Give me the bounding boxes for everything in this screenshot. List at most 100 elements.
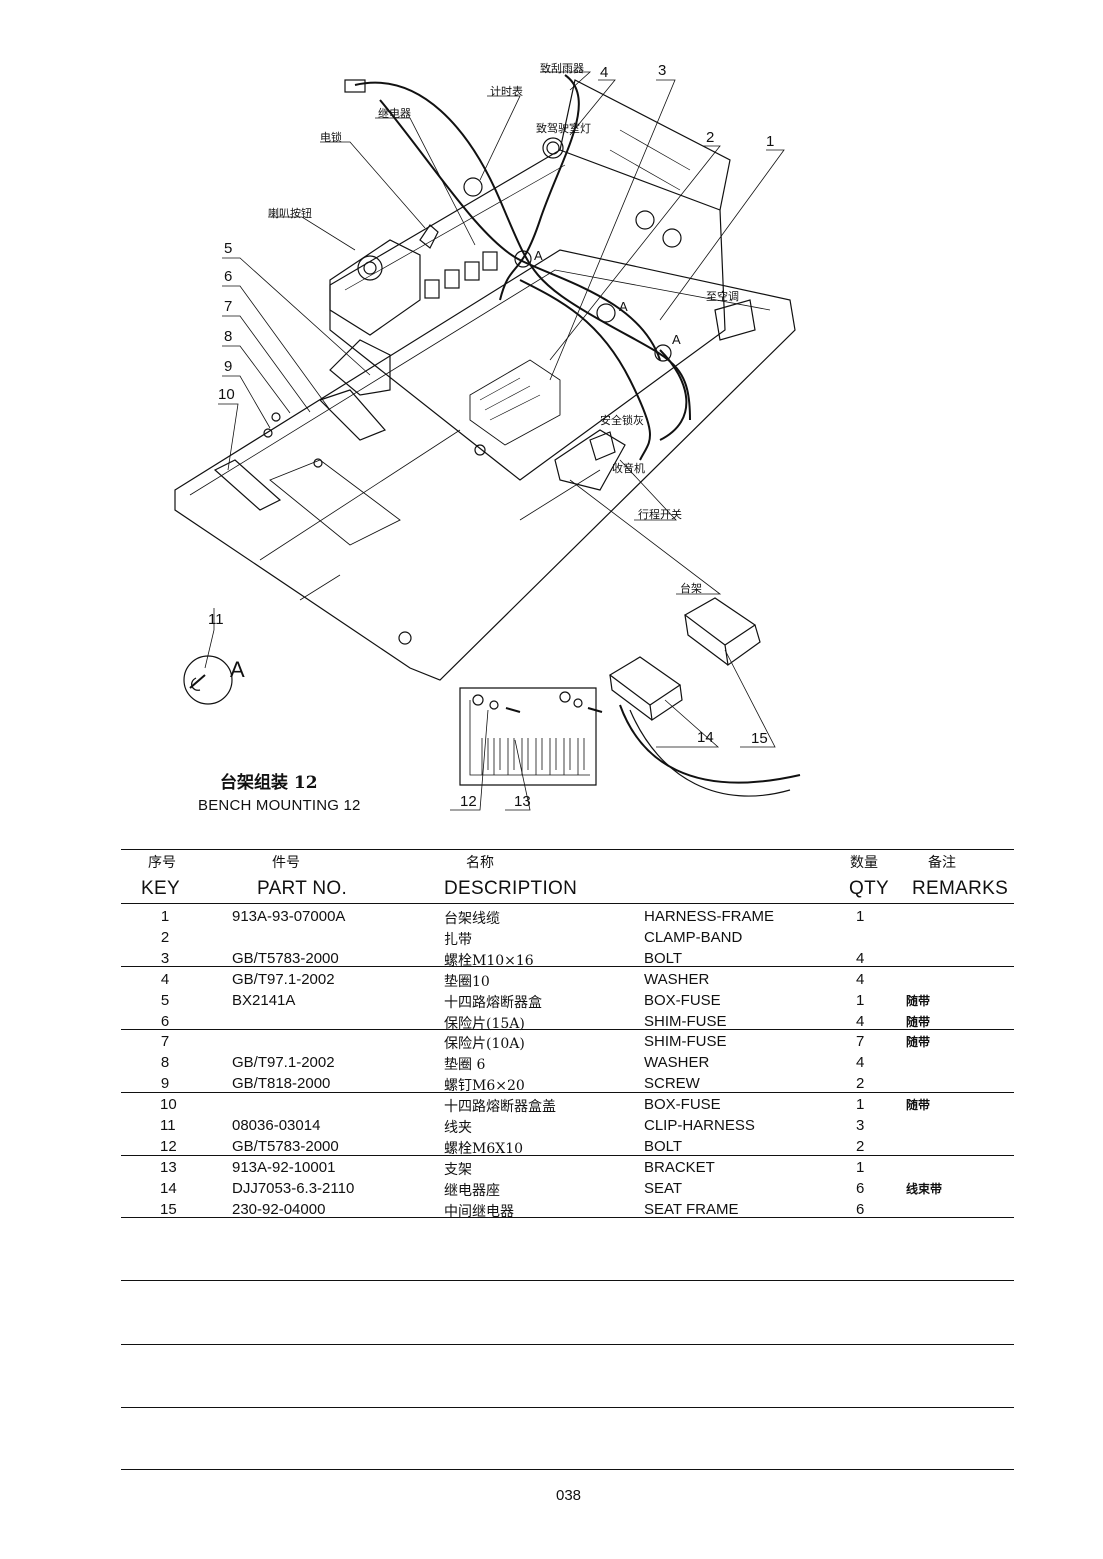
header-qty-cn: 数量 (850, 855, 878, 871)
section-marker-a: A (534, 248, 543, 263)
cell-qty: 6 (856, 1200, 865, 1218)
cell-key: 9 (160, 1075, 170, 1093)
callout-wiper: 致刮雨器 (540, 62, 584, 75)
footer-rule (121, 1469, 1014, 1470)
group-rule (121, 966, 1014, 967)
cell-part: GB/T5783-2000 (232, 949, 339, 967)
callout-number-12: 12 (460, 793, 477, 810)
callout-number-8: 8 (224, 328, 233, 345)
callout-lock: 电锁 (320, 131, 342, 144)
cell-part: 913A-93-07000A (232, 908, 346, 925)
table-row: 13 913A-92-10001 支架 BRACKET 1 (0, 1157, 1103, 1178)
cell-key: 15 (160, 1200, 177, 1218)
cell-key: 14 (160, 1179, 177, 1197)
header-part-cn: 件号 (272, 855, 300, 871)
callout-number-5: 5 (224, 240, 233, 257)
cell-qty: 4 (856, 970, 865, 988)
header-desc-cn: 名称 (466, 855, 494, 871)
cell-en: WASHER (644, 970, 710, 988)
cell-en: BOLT (644, 949, 683, 967)
cell-cn: 垫圈10 (444, 973, 490, 990)
blank-rule (121, 1280, 1014, 1281)
cell-key: 4 (160, 970, 170, 988)
group-rule (121, 1029, 1014, 1030)
callout-relay: 继电器 (378, 107, 411, 120)
cell-part: GB/T818-2000 (232, 1075, 331, 1093)
group-rule (121, 1092, 1014, 1093)
cell-en: BOX-FUSE (644, 1096, 721, 1114)
cell-part: GB/T5783-2000 (232, 1137, 339, 1155)
cell-qty: 3 (856, 1117, 865, 1134)
callout-travel-switch: 行程开关 (638, 508, 682, 521)
callout-bench: 台架 (680, 582, 702, 595)
cell-part: 08036-03014 (232, 1117, 321, 1134)
cell-cn: 支架 (444, 1161, 472, 1178)
cell-rem: 随带 (906, 1014, 931, 1029)
header-key-en: KEY (141, 878, 180, 899)
cell-part: 913A-92-10001 (232, 1158, 336, 1176)
cell-cn: 保险片(15A) (444, 1015, 525, 1032)
cell-qty: 6 (856, 1179, 865, 1197)
cell-part: DJJ7053-6.3-2110 (232, 1179, 355, 1197)
detail-marker-a: A (230, 657, 245, 682)
blank-rule (121, 1407, 1014, 1408)
cell-cn: 台架线缆 (444, 911, 500, 927)
group-rule (121, 1155, 1014, 1156)
cell-key: 13 (160, 1158, 177, 1176)
cell-cn: 十四路熔断器盒 (444, 994, 542, 1011)
table-row: 10 十四路熔断器盒盖 BOX-FUSE 1 随带 (0, 1094, 1103, 1115)
cell-en: SEAT FRAME (644, 1200, 739, 1218)
cell-cn: 十四路熔断器盒盖 (444, 1099, 556, 1116)
cell-key: 2 (160, 928, 170, 946)
cell-qty: 4 (856, 1054, 865, 1072)
cell-rem: 随带 (906, 1035, 931, 1050)
callout-number-15: 15 (751, 730, 768, 747)
cell-key: 10 (160, 1096, 177, 1114)
cell-en: CLIP-HARNESS (644, 1117, 755, 1134)
cell-cn: 垫圈 6 (444, 1057, 486, 1074)
callout-number-1: 1 (766, 133, 775, 150)
cell-qty: 1 (856, 1158, 865, 1176)
cell-qty: 1 (856, 1096, 865, 1114)
cell-cn: 螺钉M6×20 (444, 1078, 525, 1095)
cell-qty: 4 (856, 949, 865, 967)
title-chinese: 台架组装 12 (220, 773, 318, 793)
callout-number-11: 11 (208, 611, 224, 628)
header-desc-en: DESCRIPTION (444, 878, 578, 899)
cell-en: BOLT (644, 1137, 683, 1155)
callout-number-6: 6 (224, 268, 233, 285)
table-bottom-rule (121, 1217, 1014, 1218)
cell-en: SEAT (644, 1179, 683, 1197)
cell-part: 230-92-04000 (232, 1200, 326, 1218)
callout-number-2: 2 (706, 129, 715, 146)
cell-en: BRACKET (644, 1158, 715, 1176)
table-top-rule (121, 849, 1014, 850)
cell-rem: 随带 (906, 1098, 931, 1113)
cell-en: SHIM-FUSE (644, 1012, 727, 1030)
section-marker-a: A (619, 299, 628, 314)
cell-key: 1 (160, 908, 170, 925)
cell-en: SCREW (644, 1075, 700, 1093)
cell-en: HARNESS-FRAME (644, 908, 775, 925)
callout-number-13: 13 (514, 793, 531, 810)
cell-key: 12 (160, 1137, 177, 1155)
section-marker-a: A (672, 332, 681, 347)
cell-cn: 螺栓M6X10 (444, 1140, 524, 1157)
blank-rule (121, 1344, 1014, 1345)
header-part-en: PART NO. (257, 878, 348, 899)
cell-part: GB/T97.1-2002 (232, 1054, 335, 1072)
page-number: 038 (556, 1487, 582, 1504)
cell-key: 7 (160, 1033, 170, 1051)
cell-cn: 线夹 (444, 1120, 472, 1136)
callout-timer: 计时表 (490, 85, 523, 98)
header-key-cn: 序号 (148, 855, 176, 871)
cell-qty: 7 (856, 1033, 865, 1051)
header-remarks-cn: 备注 (928, 855, 956, 871)
